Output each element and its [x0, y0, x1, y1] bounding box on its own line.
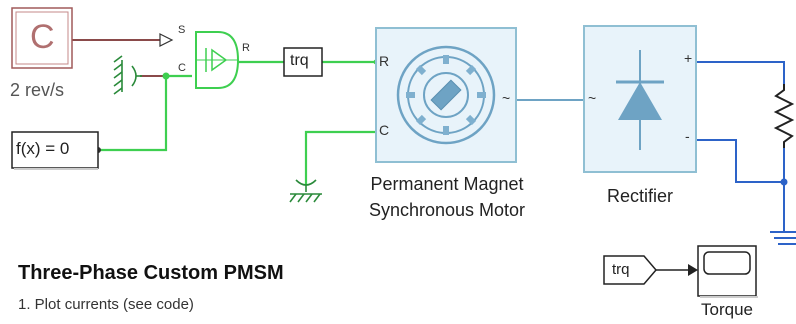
speed-source-inner — [15, 11, 69, 65]
arrow-icon — [688, 264, 698, 276]
from-tag-block[interactable] — [603, 255, 657, 285]
port-c-label: C — [178, 62, 186, 74]
electrical-ground-icon — [770, 231, 796, 245]
model-title: Three-Phase Custom PMSM — [18, 262, 284, 284]
port-r-label: R — [242, 42, 250, 54]
speed-source-label: 2 rev/s — [10, 80, 65, 100]
junction-dot — [162, 72, 170, 80]
electrical-connection — [696, 61, 785, 84]
scope-label: Torque — [701, 300, 753, 319]
resistor-icon — [773, 84, 795, 148]
pmsm-port-c: C — [379, 122, 390, 138]
arrow-s-icon — [159, 33, 174, 47]
goto-tag-block[interactable] — [283, 47, 323, 77]
block-shadow — [14, 168, 98, 170]
physical-connection — [98, 74, 192, 152]
pmsm-port-r: R — [379, 53, 390, 69]
from-tag-text: trq — [612, 261, 630, 278]
motor-icon — [396, 45, 496, 145]
pmsm-port-ac: ~ — [502, 90, 511, 106]
scope-screen-icon — [703, 251, 751, 275]
solver-config-text: f(x) = 0 — [16, 139, 70, 158]
block-shadow — [700, 296, 758, 298]
goto-tag-text: trq — [290, 52, 309, 69]
mechanical-reference-icon — [113, 55, 142, 95]
solver-config-block[interactable] — [11, 131, 99, 169]
junction-dot — [780, 178, 788, 186]
rectifier-port-minus: - — [685, 128, 690, 144]
pmsm-label-2: Synchronous Motor — [368, 200, 526, 220]
physical-connection — [304, 130, 376, 186]
rectifier-port-ac: ~ — [588, 90, 597, 106]
torque-sensor-block[interactable] — [195, 31, 240, 89]
rectifier-label: Rectifier — [606, 186, 673, 206]
diode-icon — [616, 50, 664, 150]
speed-source-symbol: C — [30, 18, 55, 56]
port-s-label: S — [178, 24, 186, 36]
electrical-connection — [696, 139, 785, 232]
pmsm-label-1: Permanent Magnet — [370, 174, 524, 194]
model-note: 1. Plot currents (see code) — [18, 296, 194, 313]
rectifier-port-plus: + — [684, 50, 693, 66]
mechanical-ground-icon — [289, 179, 322, 203]
